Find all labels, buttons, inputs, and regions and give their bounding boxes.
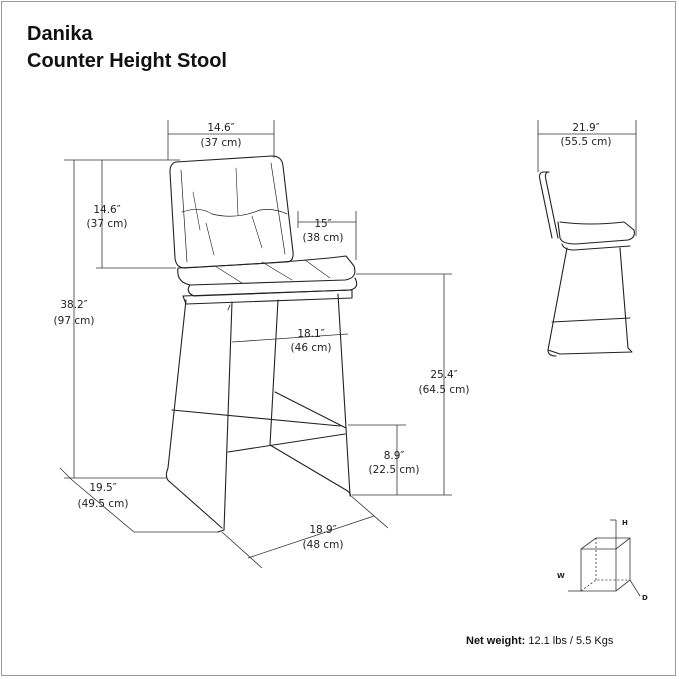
axis-label-width: W: [557, 572, 565, 580]
product-name: Danika: [27, 23, 93, 45]
dim-seat-depth-metric: (38 cm): [303, 232, 344, 244]
dim-seat-height: 25.4″: [430, 369, 457, 381]
dim-side-depth-metric: (55.5 cm): [561, 136, 612, 148]
net-weight-value: 12.1 lbs / 5.5 Kgs: [528, 635, 614, 647]
dim-back-height: 14.6″: [93, 204, 120, 216]
dim-base-width-metric: (48 cm): [303, 539, 344, 551]
dim-base-depth-metric: (49.5 cm): [78, 498, 129, 510]
dim-side-depth: 21.9″: [572, 122, 599, 134]
dim-back-height-metric: (37 cm): [87, 218, 128, 230]
dim-footrest-height-metric: (22.5 cm): [369, 464, 420, 476]
dim-seat-width-metric: (46 cm): [291, 342, 332, 354]
dim-base-depth: 19.5″: [89, 482, 116, 494]
dim-seat-depth: 15″: [314, 218, 331, 230]
orientation-cube-icon: [568, 519, 641, 597]
dim-overall-height-metric: (97 cm): [54, 315, 95, 327]
axis-label-height: H: [622, 519, 628, 527]
dim-seat-width: 18.1″: [297, 328, 324, 340]
net-weight-label: Net weight:: [466, 635, 526, 647]
dimension-lines: [59, 120, 637, 569]
dim-seat-height-metric: (64.5 cm): [419, 384, 470, 396]
dim-footrest-height: 8.9″: [384, 450, 405, 462]
dim-back-width-metric: (37 cm): [201, 137, 242, 149]
stool-front-view: [165, 155, 358, 533]
product-subtitle: Counter Height Stool: [27, 50, 227, 72]
axis-label-depth: D: [642, 594, 648, 602]
stool-side-view: [538, 171, 635, 357]
net-weight: Net weight: 12.1 lbs / 5.5 Kgs: [466, 635, 613, 647]
dim-overall-height: 38.2″: [60, 299, 87, 311]
dim-base-width: 18.9″: [309, 524, 336, 536]
dim-back-width: 14.6″: [207, 122, 234, 134]
